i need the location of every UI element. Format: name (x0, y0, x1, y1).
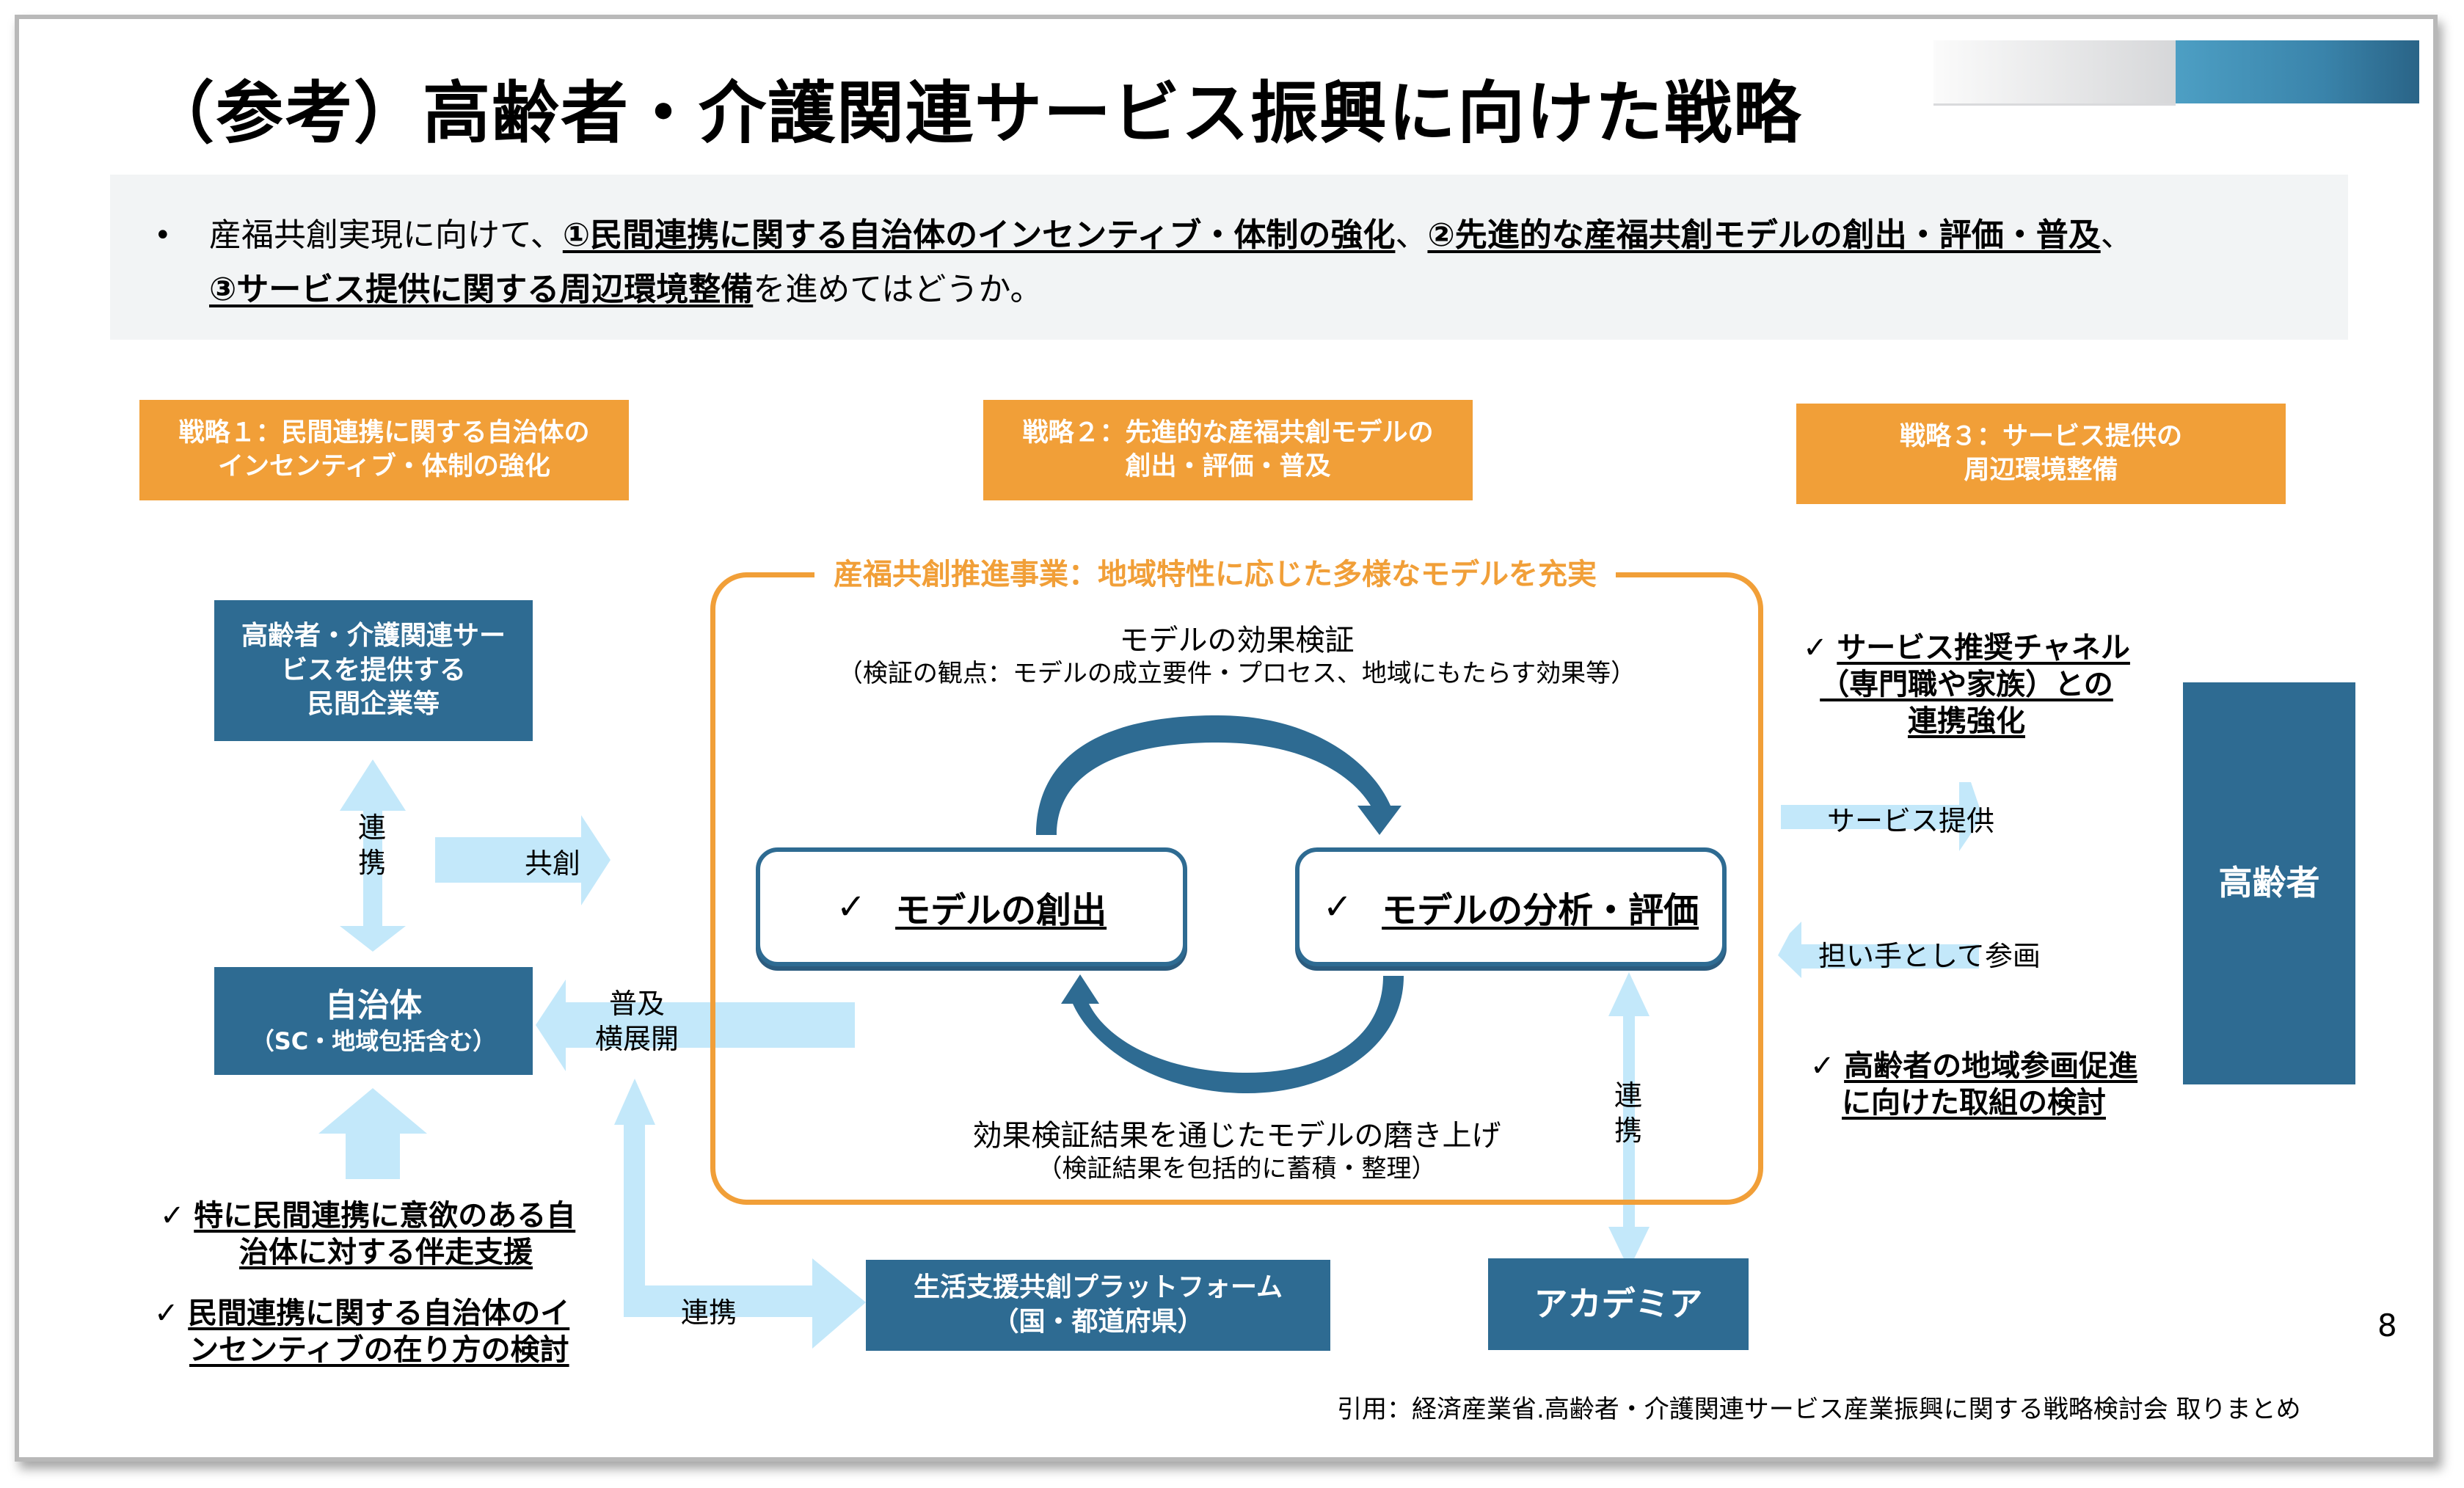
arrow-renkei-academia (1608, 972, 1650, 1269)
label-line: 普及 (608, 988, 665, 1020)
strategy-1-line-2: インセンティブ・体制の強化 (218, 451, 550, 481)
label-fukyu: 普及 横展開 (578, 987, 696, 1057)
bottom-heading: 効果検証結果を通じたモデルの磨き上げ (972, 1119, 1501, 1153)
label-renkei-platform: 連携 (681, 1296, 737, 1329)
arrow-kyoso (435, 815, 610, 905)
summary-outro: を進めてはどうか。 (753, 271, 1043, 308)
checklist-line: （専門職や家族）との (1820, 668, 2113, 701)
checklist-left-1: ✓ 特に民間連携に意欲のある自 治体に対する伴走支援 (160, 1197, 575, 1271)
checklist-right-bottom: ✓ 高齢者の地域参画促進 に向けた取組の検討 (1790, 1048, 2157, 1121)
entity-companies-line: ビスを提供する (280, 654, 466, 685)
checklist-line: 民間連携に関する自治体のイ (188, 1296, 570, 1330)
checklist-line: 高齢者の地域参画促進 (1844, 1049, 2138, 1083)
checklist-line: 連携強化 (1908, 704, 2025, 738)
entity-elderly-name: 高齢者 (2218, 863, 2320, 903)
summary-point-3: ③サービス提供に関する周辺環境整備 (209, 271, 754, 308)
page-title: （参考）高齢者・介護関連サービス振興に向けた戦略 (147, 74, 1803, 153)
arrow-fukyu (536, 980, 855, 1071)
cycle-arrow-bottom (1061, 974, 1404, 1093)
check-icon: ✓ (1809, 1049, 1835, 1083)
box-model-analysis-label: モデルの分析・評価 (1382, 890, 1699, 931)
label-char: 連 (358, 812, 387, 844)
summary-point-1: ①民間連携に関する自治体のインセンティブ・体制の強化 (562, 216, 1396, 254)
checklist-left-2: ✓ 民間連携に関する自治体のイ ンセンティブの在り方の検討 (154, 1295, 569, 1368)
label-participate: 担い手として参画 (1818, 940, 2041, 972)
summary-line-1: 産福共創実現に向けて、①民間連携に関する自治体のインセンティブ・体制の強化、②先… (209, 208, 2133, 255)
entity-academia: アカデミア (1488, 1258, 1749, 1350)
label-renkei-vertical: 連 携 (358, 811, 386, 880)
label-char: 携 (358, 846, 387, 879)
strategy-3-line-2: 周辺環境整備 (1964, 455, 2118, 485)
summary-intro: 産福共創実現に向けて、 (209, 216, 563, 254)
summary-line-2: ③サービス提供に関する周辺環境整備を進めてはどうか。 (209, 263, 1043, 310)
strategy-1-header: 戦略１：民間連携に関する自治体のインセンティブ・体制の強化 (139, 400, 629, 500)
entity-municipality-name: 自治体 (325, 987, 422, 1025)
check-icon: ✓ (1322, 886, 1353, 927)
check-icon: ✓ (154, 1296, 179, 1330)
strategy-3-line-1: 戦略３：サービス提供の (1899, 422, 2182, 451)
summary-separator: 、 (2100, 216, 2133, 254)
strategy-1-line-1: 戦略１：民間連携に関する自治体の (178, 418, 590, 448)
summary-point-2: ②先進的な産福共創モデルの創出・評価・普及 (1427, 216, 2101, 254)
entity-companies-line: 民間企業等 (307, 689, 440, 720)
decoration-blue-block (2176, 40, 2419, 103)
label-kyoso: 共創 (525, 847, 581, 880)
top-subheading: （検証の観点：モデルの成立要件・プロセス、地域にもたらす効果等） (837, 659, 1636, 688)
entity-academia-name: アカデミア (1534, 1283, 1703, 1324)
citation: 引用：経済産業省.高齢者・介護関連サービス産業振興に関する戦略検討会 取りまとめ (1337, 1395, 2301, 1424)
arrow-renkei-platform (614, 1079, 866, 1349)
arrow-renkei-companies-municipality (340, 759, 406, 952)
box-model-analysis: ✓ モデルの分析・評価 (1295, 847, 1727, 966)
strategy-2-line-1: 戦略２：先進的な産福共創モデルの (1022, 418, 1434, 448)
label-line: 横展開 (594, 1022, 679, 1055)
entity-municipality: 自治体 （SC・地域包括含む） (214, 967, 533, 1075)
check-icon: ✓ (1803, 631, 1828, 665)
label-service: サービス提供 (1827, 805, 1995, 837)
checklist-line: サービス推奨チャネル (1837, 631, 2130, 665)
summary-separator: 、 (1395, 216, 1428, 254)
page-number: 8 (2377, 1308, 2397, 1343)
label-char: 連 (1614, 1079, 1643, 1112)
bottom-subheading: （検証結果を包括的に蓄積・整理） (1037, 1154, 1437, 1184)
strategy-2-header: 戦略２：先進的な産福共創モデルの創出・評価・普及 (983, 400, 1473, 500)
arrow-service (1781, 782, 1983, 851)
top-heading: モデルの効果検証 (1119, 624, 1355, 657)
bullet-icon: • (154, 219, 172, 252)
checklist-right-top: ✓ サービス推奨チャネル （専門職や家族）との 連携強化 (1790, 630, 2143, 740)
arrow-support-up (318, 1088, 427, 1179)
strategy-2-line-2: 創出・評価・普及 (1125, 451, 1331, 481)
check-icon: ✓ (836, 886, 867, 927)
summary-box: • 産福共創実現に向けて、①民間連携に関する自治体のインセンティブ・体制の強化、… (110, 175, 2348, 340)
entity-elderly: 高齢者 (2183, 682, 2355, 1084)
strategy-3-header: 戦略３：サービス提供の周辺環境整備 (1796, 404, 2286, 504)
entity-companies: 高齢者・介護関連サー ビスを提供する 民間企業等 (214, 600, 533, 741)
checklist-line: 特に民間連携に意欲のある自 (194, 1199, 576, 1233)
model-frame-title: 産福共創推進事業：地域特性に応じた多様なモデルを充実 (814, 550, 1616, 593)
arrow-participate (1778, 922, 1979, 978)
entity-companies-line: 高齢者・介護関連サー (241, 620, 506, 651)
label-char: 携 (1614, 1114, 1643, 1147)
check-icon: ✓ (160, 1199, 185, 1233)
checklist-line: に向けた取組の検討 (1842, 1086, 2106, 1120)
decoration-grey-block (1933, 40, 2176, 106)
box-model-creation: ✓ モデルの創出 (756, 847, 1187, 966)
checklist-line: 治体に対する伴走支援 (239, 1236, 533, 1269)
cycle-arrow-top (1036, 715, 1402, 835)
entity-platform-name: 生活支援共創プラットフォーム (914, 1272, 1283, 1303)
entity-platform-sub: （国・都道府県） (992, 1307, 1204, 1337)
entity-platform: 生活支援共創プラットフォーム （国・都道府県） (866, 1260, 1330, 1351)
entity-municipality-sub: （SC・地域包括含む） (250, 1027, 497, 1056)
checklist-line: ンセンティブの在り方の検討 (189, 1333, 569, 1367)
label-renkei-academia: 連 携 (1614, 1079, 1642, 1148)
box-model-creation-label: モデルの創出 (895, 890, 1107, 931)
